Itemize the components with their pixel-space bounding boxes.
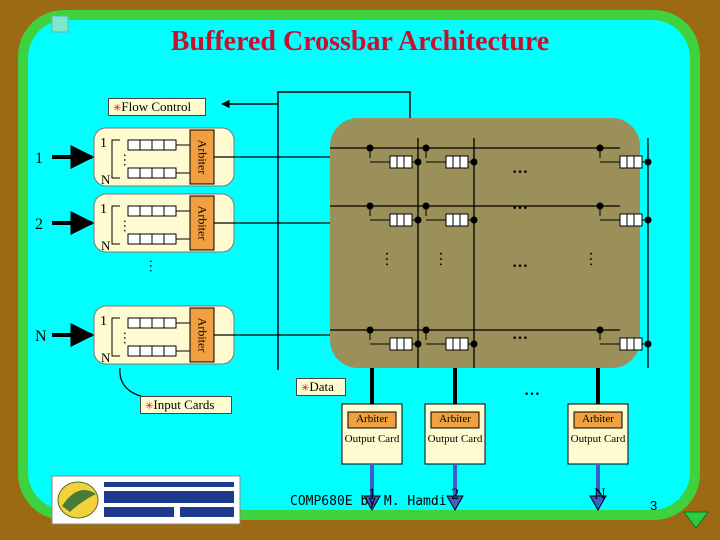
- crossbar-grid: [330, 138, 652, 368]
- input-cards-label: ✳Input Cards: [140, 396, 232, 414]
- queue-ellipsis: …: [120, 219, 135, 233]
- output-card-label: Output Card: [427, 433, 483, 445]
- queue-ellipsis: …: [120, 331, 135, 345]
- input-arbiter-label: Arbiter: [195, 317, 210, 353]
- crosspoint-buffer: [389, 155, 413, 169]
- queue-label-last: N: [101, 238, 111, 253]
- crossbar-ellipsis: …: [586, 251, 603, 267]
- output-port-label: 1: [368, 486, 376, 503]
- output-arbiter: [430, 411, 480, 429]
- queue-bracket: [111, 139, 120, 179]
- crosspoint-buffer: [389, 213, 413, 227]
- crosspoint-buffer: [619, 155, 643, 169]
- output-port-arrow: [446, 495, 464, 512]
- crossbar-fabric: [330, 118, 640, 368]
- crossbar-ellipsis: …: [512, 326, 528, 343]
- output-port-arrow: [589, 495, 607, 512]
- queue-label-first: 1: [100, 202, 107, 217]
- next-slide-icon[interactable]: [683, 511, 709, 529]
- output-arbiter-label: Arbiter: [582, 413, 614, 425]
- crosspoint-dot: [414, 216, 422, 224]
- output-port-label: N: [594, 486, 606, 503]
- output-card-label: Output Card: [344, 433, 400, 445]
- crossbar-ellipsis: …: [512, 160, 528, 177]
- footer-credit: COMP680E by M. Hamdi: [290, 494, 447, 509]
- corner-square-icon: [51, 15, 69, 33]
- outputs-ellipsis: …: [524, 382, 540, 399]
- crosspoint-dot: [422, 202, 430, 210]
- output-arbiter-label: Arbiter: [439, 413, 471, 425]
- queue-bracket: [111, 317, 120, 357]
- queue-label-last: N: [101, 350, 111, 365]
- crossbar-ellipsis: …: [382, 251, 399, 267]
- bullet-star-icon: ✳: [301, 383, 310, 394]
- input-cards-group: [52, 127, 330, 365]
- crosspoint-dot: [422, 326, 430, 334]
- crosspoint-dot: [470, 340, 478, 348]
- crosspoint-dot: [644, 340, 652, 348]
- queue-label-first: 1: [100, 136, 107, 151]
- crossbar-ellipsis: …: [512, 254, 528, 271]
- input-port-label: 2: [35, 216, 43, 233]
- crosspoint-buffer: [619, 337, 643, 351]
- output-card-label: Output Card: [570, 433, 626, 445]
- output-arbiter: [573, 411, 623, 429]
- input-arbiter: [189, 195, 215, 251]
- crosspoint-dot: [366, 326, 374, 334]
- bullet-star-icon: ✳: [145, 401, 154, 412]
- crosspoint-dot: [470, 158, 478, 166]
- queue-bracket: [111, 205, 120, 245]
- input-arbiter-label: Arbiter: [195, 205, 210, 241]
- crosspoint-dot: [414, 340, 422, 348]
- input-port-label: 1: [35, 150, 43, 167]
- crosspoint-dot: [366, 144, 374, 152]
- input-cards-ellipsis: …: [146, 259, 161, 273]
- crosspoint-dot: [644, 158, 652, 166]
- page-number: 3: [650, 498, 658, 513]
- data-label: ✳Data: [296, 378, 346, 396]
- output-arbiter: [347, 411, 397, 429]
- output-port-arrow: [363, 495, 381, 512]
- crosspoint-dot: [596, 326, 604, 334]
- input-port-label: N: [35, 328, 47, 345]
- crosspoint-dot: [644, 216, 652, 224]
- crosspoint-buffer: [445, 155, 469, 169]
- flow-control-label: ✳Flow Control: [108, 98, 206, 116]
- crosspoint-buffer: [445, 337, 469, 351]
- output-arbiter-label: Arbiter: [356, 413, 388, 425]
- input-arbiter: [189, 307, 215, 363]
- input-arbiter-label: Arbiter: [195, 139, 210, 175]
- crossbar-ellipsis: …: [436, 251, 453, 267]
- department-logo: [51, 475, 241, 525]
- crosspoint-dot: [422, 144, 430, 152]
- queue-ellipsis: …: [120, 153, 135, 167]
- crosspoint-dot: [470, 216, 478, 224]
- crossbar-ellipsis: …: [512, 196, 528, 213]
- queue-label-last: N: [101, 172, 111, 187]
- crosspoint-buffer: [619, 213, 643, 227]
- queue-label-first: 1: [100, 314, 107, 329]
- crosspoint-dot: [366, 202, 374, 210]
- output-cards-group: [341, 368, 629, 512]
- bullet-star-icon: ✳: [113, 103, 122, 114]
- crosspoint-buffer: [389, 337, 413, 351]
- slide-title: Buffered Crossbar Architecture: [170, 26, 550, 57]
- crosspoint-dot: [414, 158, 422, 166]
- crosspoint-dot: [596, 202, 604, 210]
- crosspoint-buffer: [445, 213, 469, 227]
- flow-control-feedback-line: [277, 91, 411, 370]
- output-port-label: 2: [451, 486, 459, 503]
- crosspoint-dot: [596, 144, 604, 152]
